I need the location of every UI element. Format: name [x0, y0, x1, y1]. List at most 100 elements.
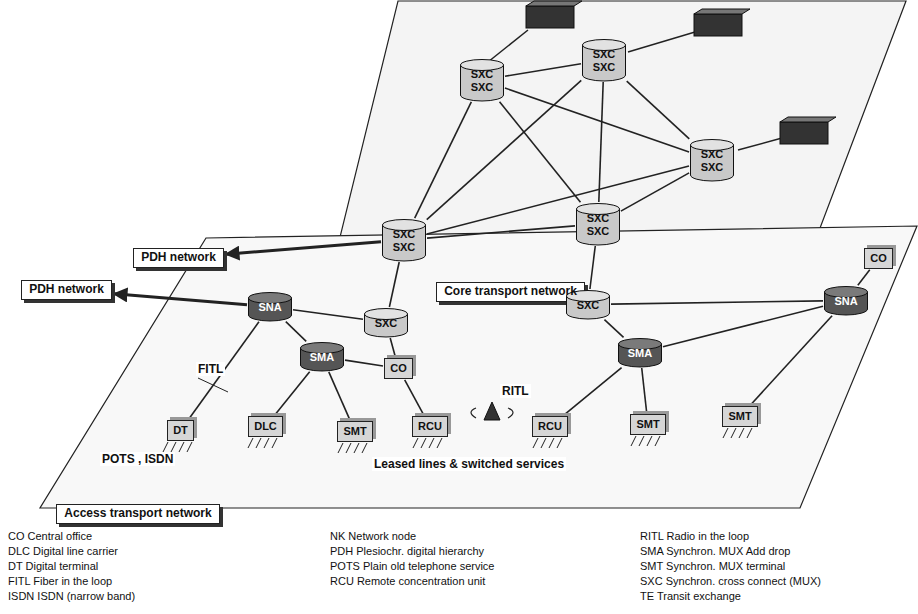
node-text: PDH network — [29, 283, 104, 297]
legend-entry: PDH Plesiochr. digital hierarchy — [330, 545, 484, 557]
node-text: Access transport network — [64, 507, 212, 521]
link-line — [345, 360, 383, 366]
link-line — [750, 316, 832, 406]
legend-entry: SMT Synchron. MUX terminal — [640, 560, 785, 572]
link-line — [663, 306, 823, 346]
link-line — [275, 372, 310, 415]
link-line — [189, 322, 259, 419]
mux-cylinder: SMA — [618, 338, 662, 367]
node-text: SXC — [467, 81, 497, 94]
network-label-box: Core transport network — [436, 282, 585, 302]
link-line — [286, 322, 306, 342]
cross-connect-cylinder: SXCSXC — [460, 59, 504, 101]
node-text: SXC — [389, 228, 419, 241]
cross-connect-cylinder: SXCSXC — [582, 39, 626, 81]
node-text: SMT — [636, 418, 660, 431]
mux-cylinder: SNA — [248, 292, 292, 321]
node-text: SXC — [467, 68, 497, 81]
core-links — [488, 30, 782, 150]
legend-entry: CO Central office — [8, 530, 92, 542]
link-line — [621, 173, 689, 211]
terminal-box: DLC — [248, 416, 283, 437]
annotation-label: POTS , ISDN — [100, 452, 175, 466]
link-line — [604, 320, 623, 338]
radio-antenna — [471, 402, 513, 420]
link-line — [293, 310, 363, 320]
network-label-box: Access transport network — [56, 504, 220, 524]
cross-connect-cylinder: SXCSXC — [382, 219, 426, 261]
link-line — [611, 301, 823, 304]
node-text: SXC — [573, 299, 603, 312]
legend-entry: SXC Synchron. cross connect (MUX) — [640, 575, 821, 587]
node-text: SMA — [307, 351, 337, 364]
node-text: DT — [173, 424, 188, 437]
link-line — [505, 64, 581, 76]
node-text: CO — [870, 252, 887, 265]
terminal-box: SMT — [722, 406, 758, 427]
legend-entry: DLC Digital line carrier — [8, 545, 118, 557]
link-line — [427, 166, 689, 234]
link-line — [627, 81, 690, 139]
access-plane — [40, 226, 917, 508]
annotation-label: FITL — [196, 362, 225, 376]
node-text: RCU — [538, 420, 562, 433]
node-text: SXC — [697, 148, 727, 161]
network-label-box: PDH network — [133, 248, 224, 268]
legend-entry: FITL Fiber in the loop — [8, 575, 112, 587]
node-text: SXC — [583, 212, 613, 225]
link-line — [389, 262, 399, 307]
node-text: SXC — [389, 241, 419, 254]
cross-connect-cylinder: SXCSXC — [576, 203, 620, 245]
node-text: SMT — [343, 425, 367, 438]
legend-entry: ISDN ISDN (narrow band) — [8, 590, 135, 602]
link-line — [564, 368, 622, 416]
annotation-label: RITL — [500, 384, 531, 398]
terminal-box: DT — [167, 420, 194, 441]
node-text: Core transport network — [444, 285, 577, 299]
link-line — [427, 80, 582, 219]
node-text: RCU — [418, 420, 442, 433]
network-node-blocks — [526, 1, 836, 144]
legend-entry: RITL Radio in the loop — [640, 530, 749, 542]
pdh-arrow — [226, 242, 381, 254]
link-line — [599, 82, 603, 202]
node-text: SNA — [255, 301, 285, 314]
cross-connect-cylinder: SXCSXC — [690, 139, 734, 181]
node-text: SXC — [589, 61, 619, 74]
terminal-box: SMT — [337, 421, 373, 442]
legend-entry: SMA Synchron. MUX Add drop — [640, 545, 790, 557]
annotation-label: Leased lines & switched services — [372, 457, 566, 471]
node-text: SMA — [625, 347, 655, 360]
node-text: SXC — [589, 48, 619, 61]
node-text: SXC — [697, 161, 727, 174]
terminal-box: RCU — [532, 416, 568, 437]
mux-cylinder: SMA — [300, 342, 344, 371]
link-line — [415, 102, 472, 218]
link-line — [642, 368, 647, 413]
link-line — [405, 380, 424, 415]
node-text: SNA — [831, 295, 861, 308]
legend-entry: POTS Plain old telephone service — [330, 560, 494, 572]
terminal-box: CO — [384, 358, 413, 379]
node-text: CO — [390, 362, 407, 375]
network-label-box: PDH network — [21, 280, 112, 300]
node-text: SXC — [583, 225, 613, 238]
terminal-box: SMT — [630, 414, 666, 435]
link-line — [390, 338, 395, 357]
cross-connect-cylinder: SXC — [364, 308, 408, 337]
legend-entry: DT Digital terminal — [8, 560, 98, 572]
node-text: SMT — [728, 410, 752, 423]
link-line — [858, 270, 870, 285]
link-line — [427, 226, 575, 238]
legend-entry: RCU Remote concentration unit — [330, 575, 485, 587]
node-text: PDH network — [141, 251, 216, 265]
terminal-box: RCU — [412, 416, 448, 437]
legend-entry: NK Network node — [330, 530, 416, 542]
legend-entry: TE Transit exchange — [640, 590, 741, 602]
node-text: SXC — [371, 317, 401, 330]
link-line — [590, 246, 595, 289]
mux-cylinder: SNA — [824, 286, 868, 315]
link-line — [329, 372, 350, 420]
